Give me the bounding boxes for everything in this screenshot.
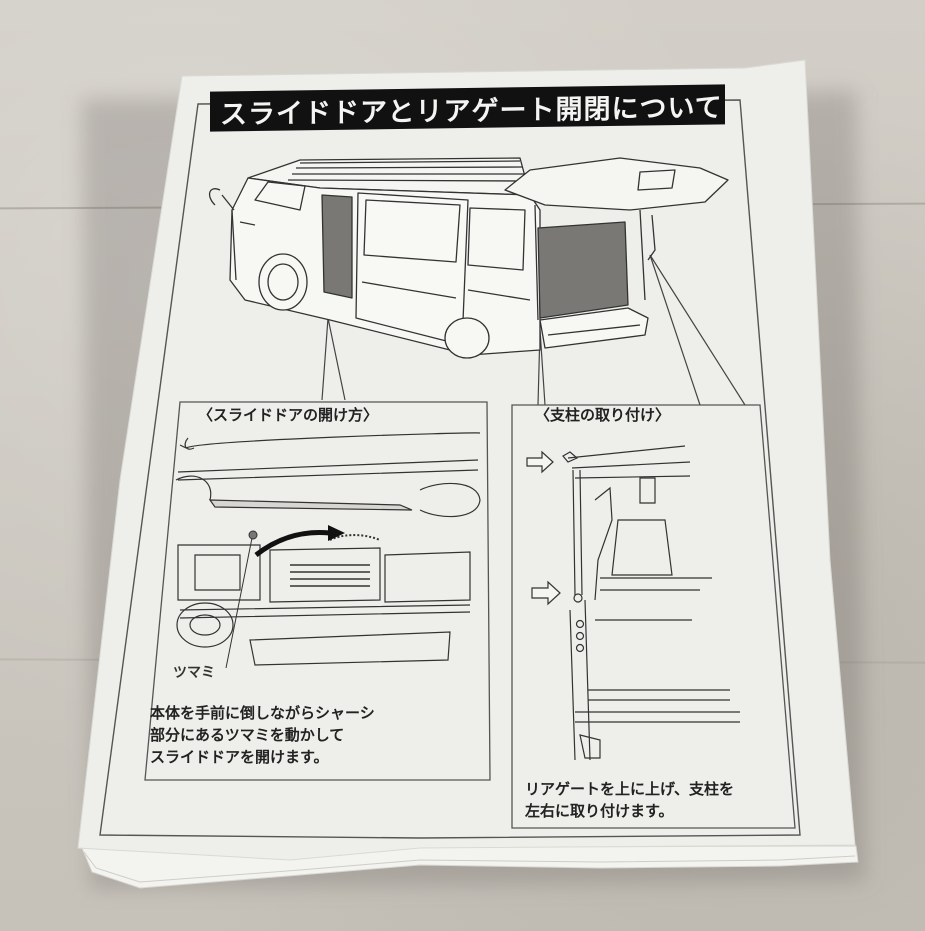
instruction-line: 左右に取り付けます。	[525, 802, 674, 820]
arrow-right-icon	[531, 580, 561, 606]
page-title: スライドドアとリアゲート開閉について	[210, 84, 725, 132]
panel-heading-sliding-door: 〈スライドドアの開け方〉	[198, 406, 379, 424]
instructions-sliding-door: 本体を手前に倒しながらシャーシ 部分にあるツマミを動かして スライドドアを開けま…	[150, 702, 375, 768]
panel-heading-strut: 〈支柱の取り付け〉	[535, 406, 671, 424]
instruction-line: リアゲートを上に上げ、支柱を	[525, 780, 734, 798]
arrow-right-icon	[526, 450, 554, 474]
instruction-line: 本体を手前に倒しながらシャーシ	[150, 704, 375, 722]
direction-arrow-icon	[254, 529, 331, 557]
van-illustration	[208, 157, 729, 359]
instructions-strut: リアゲートを上に上げ、支柱を 左右に取り付けます。	[525, 778, 734, 822]
instruction-line: スライドドアを開けます。	[150, 748, 329, 766]
callout-label-tsumami: ツマミ	[173, 665, 215, 681]
strut-illustration	[562, 445, 740, 761]
sliding-door-underside-illustration	[175, 432, 481, 666]
instruction-line: 部分にあるツマミを動かして	[150, 726, 345, 744]
